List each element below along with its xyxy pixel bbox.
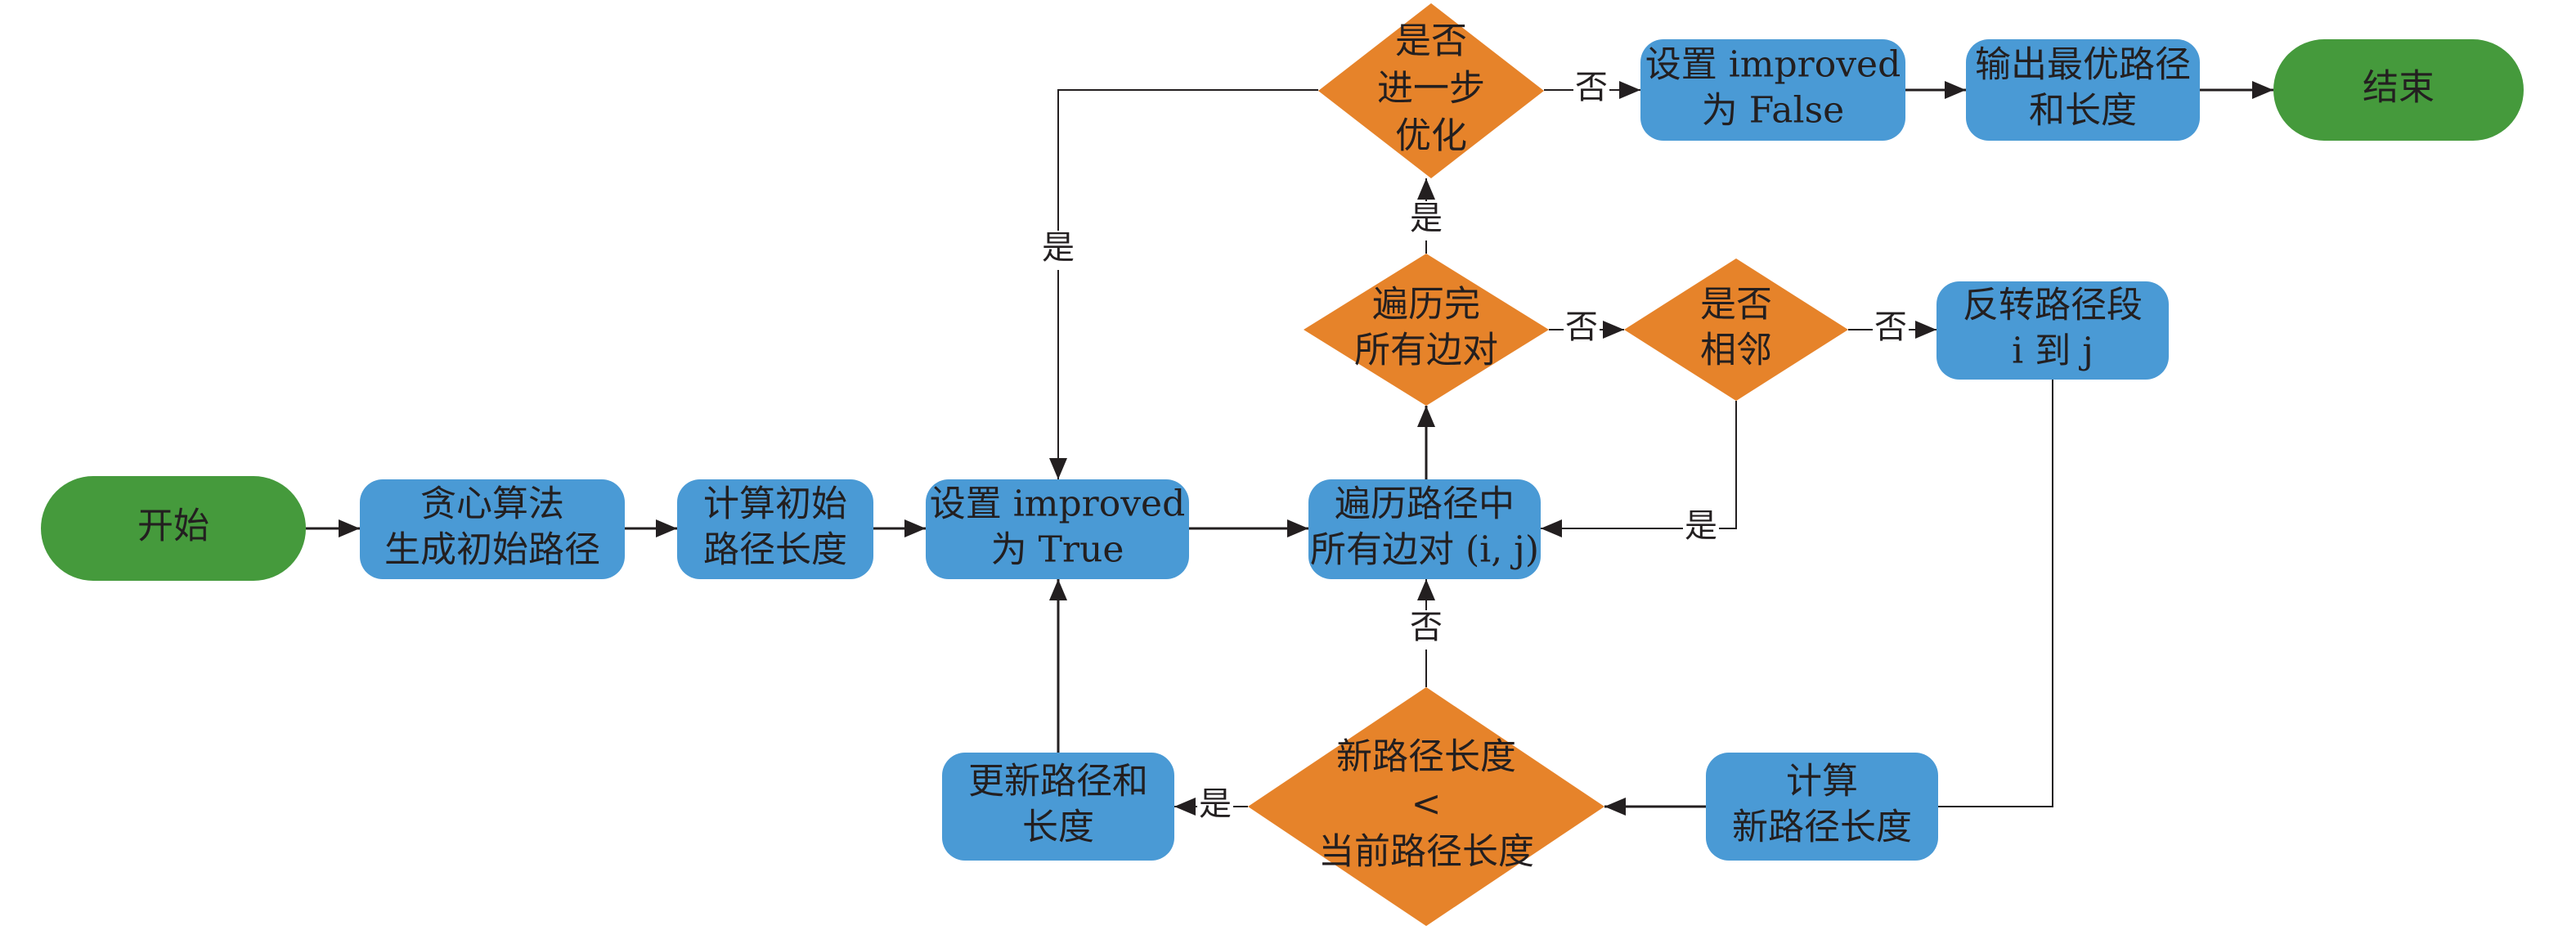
node-text: 开始: [137, 506, 209, 547]
node-text: 当前路径长度: [1318, 831, 1534, 873]
node-text: 所有边对: [1354, 330, 1498, 371]
decision-shape: [1318, 3, 1544, 178]
node-text: 计算初始: [703, 483, 847, 525]
process-shape: [1308, 479, 1541, 579]
node-text: 为 True: [991, 529, 1124, 571]
node-text: 进一步: [1377, 68, 1485, 110]
edge-label-bg: [1040, 231, 1076, 270]
edge-label-bg: [1683, 509, 1719, 548]
node-text: 生成初始路径: [384, 529, 600, 571]
process-shape: [1966, 39, 2200, 141]
edge-label-bg: [1197, 787, 1233, 826]
node-text: 结束: [2363, 67, 2435, 109]
edge-reverse-to-calc-new: [1938, 380, 2053, 807]
edge-label-bg: [1408, 610, 1444, 650]
node-text: 和长度: [2029, 90, 2137, 132]
decision-shape: [1248, 687, 1604, 926]
process-shape: [1640, 39, 1905, 141]
node-text: 是否: [1395, 20, 1467, 62]
terminal-shape: [41, 476, 306, 581]
decision-shape: [1304, 254, 1549, 406]
process-shape: [1706, 753, 1938, 861]
process-shape: [1936, 281, 2169, 380]
node-text: <: [1411, 784, 1442, 825]
edge-label: 否: [1874, 308, 1907, 346]
node-text: 更新路径和: [968, 761, 1148, 802]
edge-label-bg: [1573, 70, 1609, 110]
edge-label: 否: [1565, 308, 1598, 346]
node-text: 输出最优路径: [1975, 44, 2191, 86]
edge-label: 是: [1685, 507, 1717, 545]
process-shape: [677, 479, 873, 579]
edge-label: 是: [1042, 229, 1075, 267]
process-shape: [942, 753, 1174, 861]
node-text: 路径长度: [703, 529, 847, 571]
node-text: 是否: [1700, 284, 1772, 326]
edge-label-bg: [1564, 310, 1600, 349]
node-text: 设置 improved: [1645, 44, 1901, 86]
node-text: 反转路径段: [1963, 285, 2143, 326]
node-end: 结束: [2273, 39, 2524, 141]
node-text: 长度: [1022, 807, 1094, 848]
decision-shape: [1624, 258, 1848, 401]
node-text: 为 False: [1702, 90, 1844, 132]
terminal-shape: [2273, 39, 2524, 141]
edge-further-to-set-true: [1049, 89, 1318, 479]
node-text: 所有边对 (i, j): [1310, 529, 1539, 571]
edge-label-bg: [1408, 201, 1444, 240]
node-text: i 到 j: [2012, 330, 2094, 372]
node-text: 相邻: [1700, 330, 1772, 371]
node-text: 新路径长度: [1336, 736, 1516, 778]
edge-label: 否: [1575, 69, 1608, 106]
node-start: 开始: [41, 476, 306, 581]
node-text: 新路径长度: [1732, 807, 1912, 848]
process-shape: [360, 479, 625, 579]
node-text: 计算: [1786, 761, 1858, 802]
edge-adjacent-to-iterate-pairs: [1541, 401, 1737, 537]
edge-label: 否: [1410, 609, 1443, 646]
node-text: 设置 improved: [930, 483, 1186, 525]
node-text: 遍历完: [1372, 284, 1480, 326]
edge-label: 是: [1199, 785, 1232, 823]
node-text: 优化: [1395, 115, 1467, 157]
node-text: 遍历路径中: [1335, 483, 1515, 525]
edge-label-bg: [1873, 310, 1909, 349]
node-text: 贪心算法: [420, 483, 564, 525]
edge-label: 是: [1410, 200, 1443, 237]
process-shape: [926, 479, 1189, 579]
node-compare: 新路径长度 < 当前路径长度: [1248, 687, 1604, 926]
